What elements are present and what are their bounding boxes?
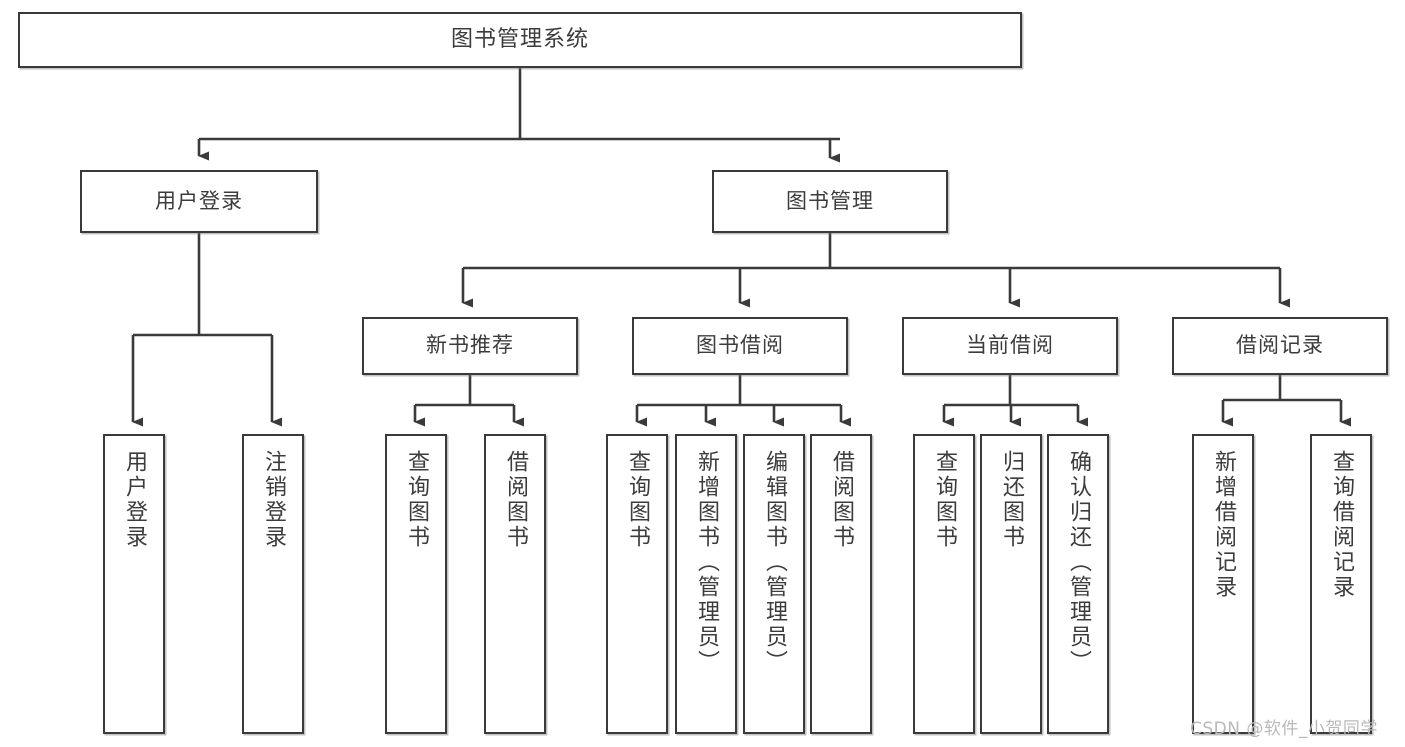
leaf-return-book-label: 归还图书 xyxy=(999,450,1024,550)
node-new-book-rec-label: 新书推荐 xyxy=(426,333,514,358)
leaf-add-book-label: 新增图书（管理员） xyxy=(694,450,719,675)
leaf-query-record[interactable]: 查询借阅记录 xyxy=(1310,434,1372,734)
node-book-borrow[interactable]: 图书借阅 xyxy=(632,317,848,375)
node-borrow-record[interactable]: 借阅记录 xyxy=(1172,317,1388,375)
node-root[interactable]: 图书管理系统 xyxy=(18,12,1022,68)
leaf-logout[interactable]: 注销登录 xyxy=(242,434,304,734)
node-current-borrow[interactable]: 当前借阅 xyxy=(902,317,1118,375)
node-user-login-label: 用户登录 xyxy=(155,188,243,213)
leaf-user-login-label: 用户登录 xyxy=(122,450,147,550)
node-book-manage-label: 图书管理 xyxy=(786,188,874,213)
leaf-query-book-2-label: 查询图书 xyxy=(625,450,650,550)
watermark: CSDN @软件_小贺同学 xyxy=(1190,719,1378,739)
node-borrow-record-label: 借阅记录 xyxy=(1236,333,1324,358)
leaf-logout-label: 注销登录 xyxy=(261,450,286,550)
node-new-book-rec[interactable]: 新书推荐 xyxy=(362,317,578,375)
leaf-user-login[interactable]: 用户登录 xyxy=(103,434,165,734)
leaf-query-book-3-label: 查询图书 xyxy=(932,450,957,550)
leaf-add-book[interactable]: 新增图书（管理员） xyxy=(675,434,737,734)
leaf-borrow-book-2-label: 借阅图书 xyxy=(829,450,854,550)
leaf-confirm-return-label: 确认归还（管理员） xyxy=(1066,450,1091,675)
node-book-manage[interactable]: 图书管理 xyxy=(712,170,948,233)
leaf-add-record[interactable]: 新增借阅记录 xyxy=(1192,434,1254,734)
leaf-query-book-1[interactable]: 查询图书 xyxy=(385,434,447,734)
leaf-query-book-3[interactable]: 查询图书 xyxy=(913,434,975,734)
node-user-login[interactable]: 用户登录 xyxy=(80,170,318,233)
leaf-edit-book-label: 编辑图书（管理员） xyxy=(762,450,787,675)
leaf-borrow-book-2[interactable]: 借阅图书 xyxy=(810,434,872,734)
node-root-label: 图书管理系统 xyxy=(450,26,589,52)
leaf-borrow-book-1[interactable]: 借阅图书 xyxy=(484,434,546,734)
leaf-return-book[interactable]: 归还图书 xyxy=(980,434,1042,734)
leaf-edit-book[interactable]: 编辑图书（管理员） xyxy=(743,434,805,734)
leaf-query-book-1-label: 查询图书 xyxy=(404,450,429,550)
leaf-confirm-return[interactable]: 确认归还（管理员） xyxy=(1047,434,1109,734)
node-book-borrow-label: 图书借阅 xyxy=(696,333,784,358)
leaf-query-book-2[interactable]: 查询图书 xyxy=(606,434,668,734)
node-current-borrow-label: 当前借阅 xyxy=(966,333,1054,358)
leaf-query-record-label: 查询借阅记录 xyxy=(1329,450,1354,600)
leaf-add-record-label: 新增借阅记录 xyxy=(1211,450,1236,600)
leaf-borrow-book-1-label: 借阅图书 xyxy=(503,450,528,550)
